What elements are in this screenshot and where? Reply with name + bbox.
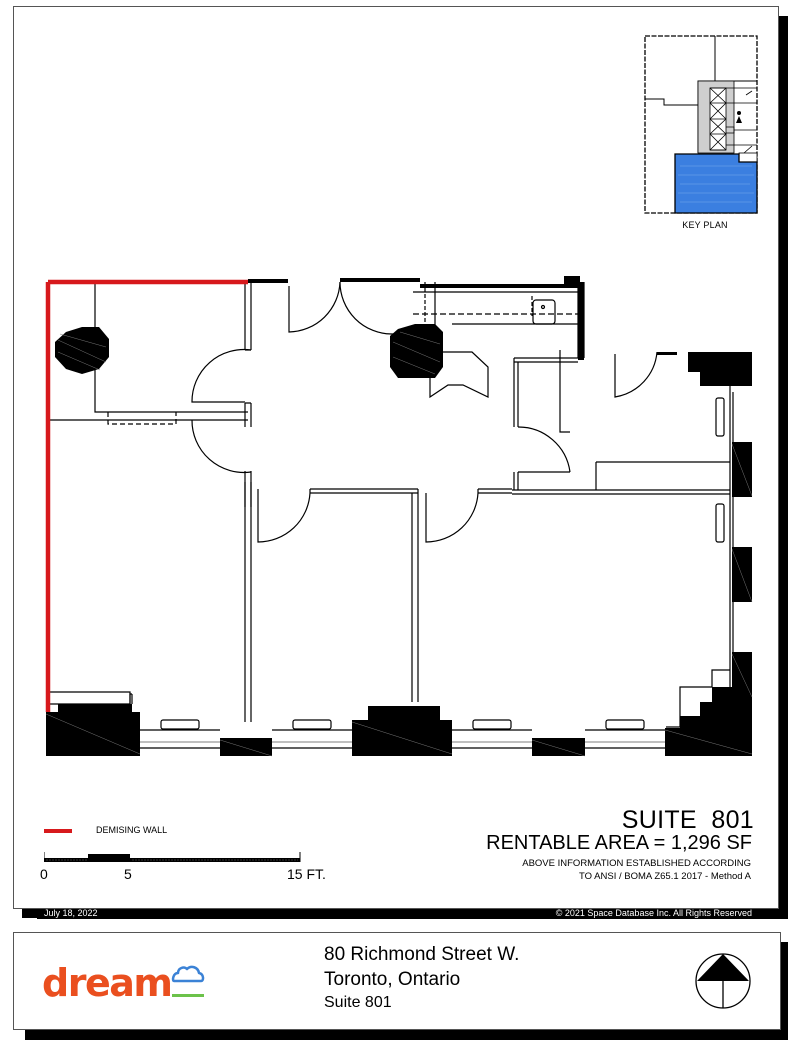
address-street: 80 Richmond Street W. (324, 944, 520, 965)
floor-plan-sheet (13, 6, 779, 909)
cloud-icon (171, 965, 205, 997)
scale-tick-5: 5 (124, 866, 132, 882)
brand-name: dream (42, 961, 173, 1005)
scale-bar-icon (44, 852, 301, 862)
scale-tick-15: 15 FT. (287, 866, 326, 882)
boma-note-line2: TO ANSI / BOMA Z65.1 2017 - Method A (579, 871, 751, 882)
boma-note-line1: ABOVE INFORMATION ESTABLISHED ACCORDING (522, 858, 751, 869)
sheet-footer-strip (37, 909, 788, 919)
suite-title: SUITE 801 (621, 806, 754, 834)
key-plan-label: KEY PLAN (682, 220, 728, 230)
demising-wall-swatch (44, 829, 72, 833)
info-box (13, 932, 781, 1030)
rentable-area: RENTABLE AREA = 1,296 SF (486, 832, 752, 854)
dream-logo: dream (42, 962, 212, 1004)
north-arrow-icon (695, 953, 751, 1009)
key-plan-icon (644, 35, 758, 214)
footer-date: July 18, 2022 (44, 908, 98, 918)
footer-copyright: © 2021 Space Database Inc. All Rights Re… (555, 908, 752, 918)
legend-label-demising-wall: DEMISING WALL (96, 825, 168, 835)
floor-plan-drawing (45, 276, 753, 757)
address-city: Toronto, Ontario (324, 969, 461, 990)
scale-tick-0: 0 (40, 866, 48, 882)
address-suite: Suite 801 (324, 994, 392, 1011)
